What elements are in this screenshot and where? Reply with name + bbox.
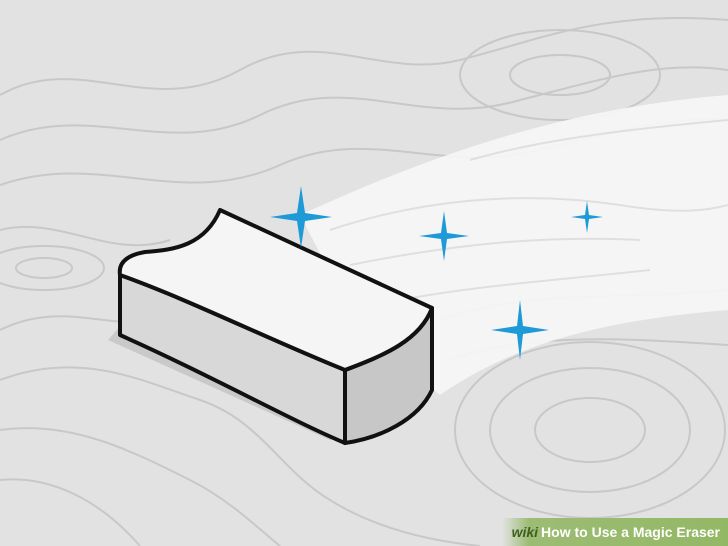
sponge-top-face — [117, 208, 434, 372]
sparkles — [270, 186, 603, 360]
sparkle-icon — [491, 300, 549, 360]
sparkle-icon — [571, 201, 603, 233]
watermark-title: How to Use a Magic Eraser — [541, 524, 720, 540]
contour-lines — [0, 17, 728, 546]
trail-contour-lines — [329, 119, 728, 301]
sparkle-icon — [419, 211, 469, 261]
watermark-brand: wiki — [511, 524, 539, 540]
magic-eraser-sponge — [108, 208, 434, 445]
sparkle-icon — [270, 186, 332, 248]
watermark: wiki How to Use a Magic Eraser — [501, 518, 728, 546]
